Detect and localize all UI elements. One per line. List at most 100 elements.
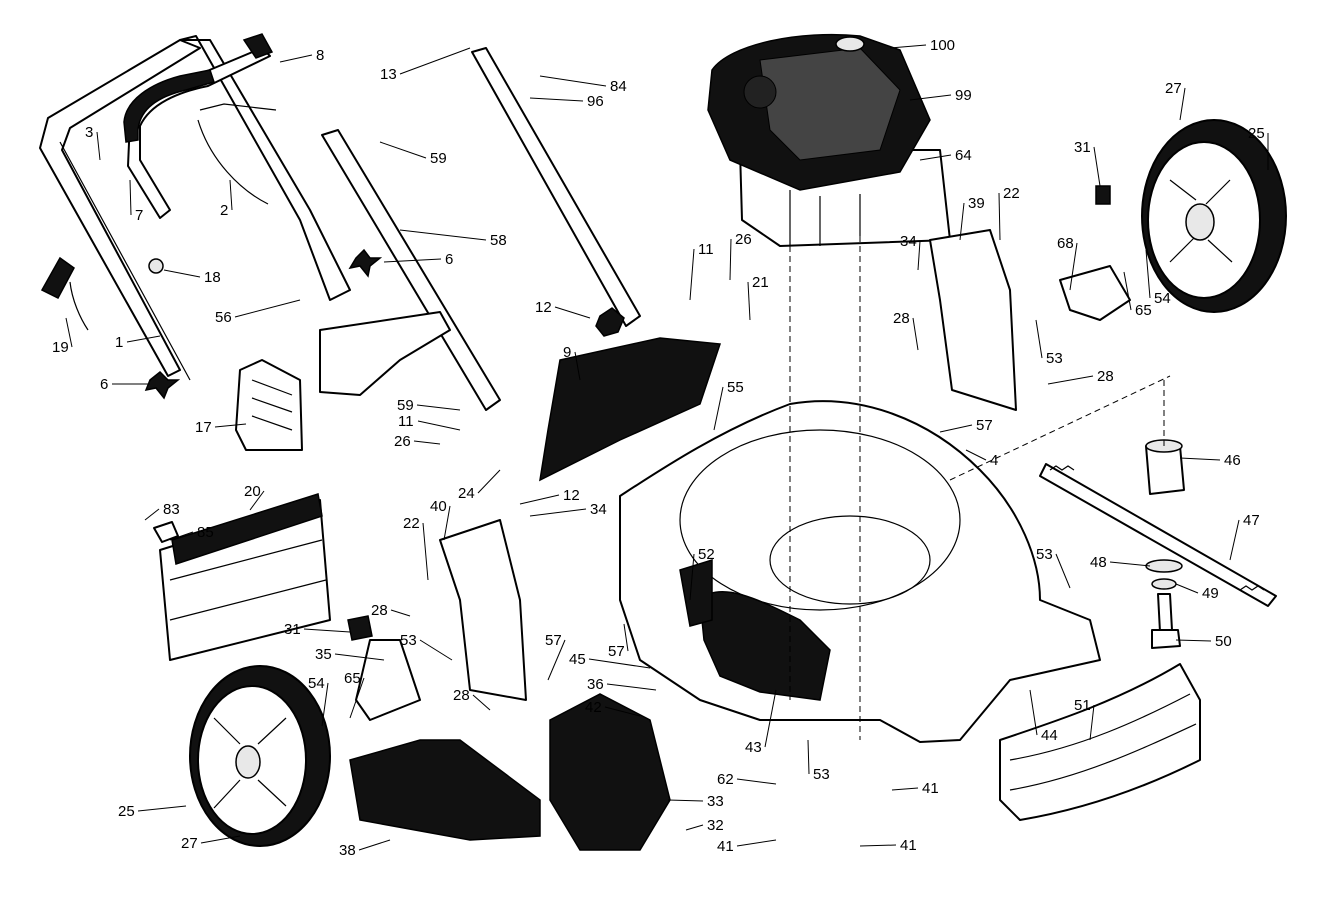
part-number-label: 28	[893, 310, 910, 327]
leader-line-12	[519, 494, 560, 505]
part-number-label: 41	[900, 837, 917, 854]
part-number-label: 53	[1046, 350, 1063, 367]
part-number-label: 83	[163, 501, 180, 518]
leader-line-48	[1109, 561, 1151, 567]
leader-line-28	[912, 317, 919, 351]
part-number-label: 48	[1090, 554, 1107, 571]
part-number-label: 57	[976, 417, 993, 434]
rear-wheel-drawing	[1141, 119, 1287, 313]
part-number-label: 7	[135, 207, 143, 224]
part-number-label: 44	[1041, 727, 1058, 744]
leader-line-39	[959, 202, 965, 241]
part-number-label: 17	[195, 419, 212, 436]
leader-line-65	[1123, 271, 1132, 311]
leader-line-2	[229, 179, 233, 211]
leader-line-35	[334, 653, 385, 661]
leader-line-54	[321, 682, 329, 727]
part-number-label: 36	[587, 676, 604, 693]
leader-line-21	[747, 281, 751, 321]
part-number-label: 68	[1057, 235, 1074, 252]
leader-line-1	[126, 335, 161, 343]
part-number-label: 8	[316, 47, 324, 64]
part-number-label: 26	[394, 433, 411, 450]
leader-line-50	[1175, 639, 1212, 642]
leader-line-27	[1179, 87, 1186, 121]
leader-line-31	[303, 628, 351, 633]
part-number-label: 38	[339, 842, 356, 859]
part-number-label: 53	[400, 632, 417, 649]
leader-line-3	[96, 131, 101, 161]
part-number-label: 47	[1243, 512, 1260, 529]
part-number-label: 22	[1003, 185, 1020, 202]
part-number-label: 11	[398, 413, 414, 430]
part-number-label: 41	[922, 780, 939, 797]
leader-line-24	[477, 469, 501, 494]
chute-door-drawing	[235, 311, 451, 451]
part-number-label: 24	[458, 485, 475, 502]
part-number-label: 31	[1074, 139, 1091, 156]
part-number-label: 99	[955, 87, 972, 104]
leader-line-47	[1229, 519, 1240, 561]
leader-line-57	[623, 623, 629, 652]
blade-adapter-drawing	[1145, 439, 1185, 649]
front-wheel-drawing	[189, 665, 331, 847]
alignment-lines	[789, 236, 1171, 740]
part-number-label: 34	[590, 501, 607, 518]
part-number-label: 46	[1224, 452, 1241, 469]
leader-line-83	[144, 508, 160, 521]
leader-line-96	[529, 97, 584, 102]
part-number-label: 12	[535, 299, 552, 316]
front-bumper-drawing	[999, 663, 1201, 821]
leader-line-40	[443, 505, 451, 541]
part-number-label: 43	[745, 739, 762, 756]
part-number-label: 45	[569, 651, 586, 668]
part-number-label: 40	[430, 498, 447, 515]
leader-line-62	[736, 778, 777, 785]
part-number-label: 65	[344, 670, 361, 687]
part-number-label: 26	[735, 231, 752, 248]
part-number-label: 18	[204, 269, 221, 286]
leader-line-28	[1047, 375, 1094, 385]
part-number-label: 11	[698, 241, 714, 258]
leader-line-6	[383, 258, 442, 263]
leader-line-28	[390, 609, 411, 617]
leader-line-22	[422, 522, 429, 581]
leader-line-68	[1069, 242, 1078, 291]
part-number-label: 53	[813, 766, 830, 783]
part-number-label: 31	[284, 621, 301, 638]
part-number-label: 57	[608, 643, 625, 660]
leader-line-12	[554, 306, 591, 319]
leader-line-53	[1035, 319, 1043, 359]
leader-line-42	[604, 706, 641, 717]
part-number-label: 54	[308, 675, 325, 692]
leader-line-57	[939, 424, 973, 433]
leader-line-38	[358, 839, 391, 851]
leader-line-28	[472, 694, 491, 711]
cable-drawing	[197, 103, 277, 205]
leader-line-64	[919, 154, 952, 161]
leader-line-55	[713, 386, 724, 431]
leader-line-9	[574, 351, 581, 381]
part-number-label: 25	[1248, 125, 1265, 142]
leader-line-59	[416, 404, 461, 411]
leader-line-41	[859, 844, 897, 847]
leader-line-36	[606, 683, 657, 691]
part-number-label: 39	[968, 195, 985, 212]
part-number-label: 59	[397, 397, 414, 414]
leader-line-26	[729, 238, 732, 281]
leader-line-20	[249, 490, 265, 511]
deflector-drawing	[539, 337, 722, 482]
part-number-label: 51	[1074, 697, 1091, 714]
leader-line-4	[965, 449, 987, 461]
part-number-label: 49	[1202, 585, 1219, 602]
part-number-label: 58	[490, 232, 507, 249]
part-number-label: 100	[930, 37, 955, 54]
part-number-label: 12	[563, 487, 580, 504]
height-adjuster-right-drawing	[929, 185, 1131, 411]
leader-line-52	[689, 553, 695, 601]
leader-line-84	[539, 75, 607, 87]
leader-line-49	[1175, 583, 1199, 594]
leader-line-51	[1089, 704, 1095, 741]
part-number-label: 35	[315, 646, 332, 663]
